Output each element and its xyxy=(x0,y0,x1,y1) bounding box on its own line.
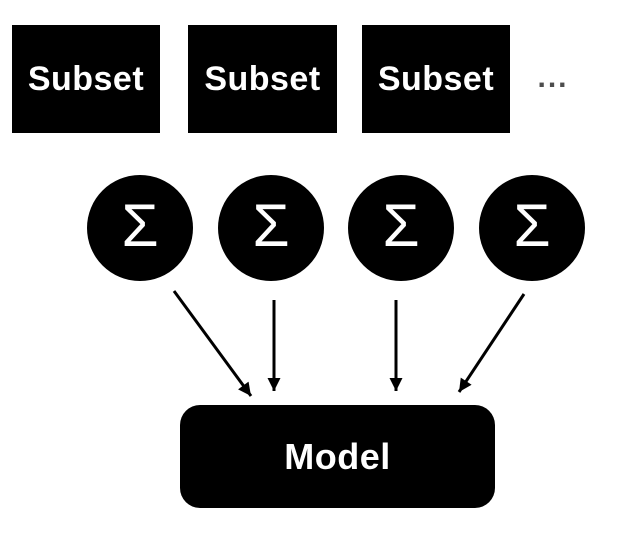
subset-box-2: Subset xyxy=(188,25,337,133)
model-label: Model xyxy=(284,435,391,477)
arrow-sum1-to-model xyxy=(172,290,253,397)
sigma-symbol-4: Σ xyxy=(513,192,551,259)
sum-node-3: Σ xyxy=(348,175,454,281)
sum-node-4: Σ xyxy=(479,175,585,281)
subset-box-1: Subset xyxy=(12,25,160,133)
sigma-symbol-2: Σ xyxy=(252,192,290,259)
sum-node-2: Σ xyxy=(218,175,324,281)
sigma-symbol-1: Σ xyxy=(121,192,159,259)
subset-box-3: Subset xyxy=(362,25,510,133)
ellipsis-more-subsets: ... xyxy=(537,61,569,94)
sigma-symbol-3: Σ xyxy=(382,192,420,259)
subset-label-3: Subset xyxy=(377,59,495,98)
sum-node-1: Σ xyxy=(87,175,193,281)
model-box: Model xyxy=(180,405,495,508)
subset-label-1: Subset xyxy=(27,59,145,98)
subset-label-2: Subset xyxy=(204,59,321,98)
arrow-sum4-to-model xyxy=(457,293,526,393)
